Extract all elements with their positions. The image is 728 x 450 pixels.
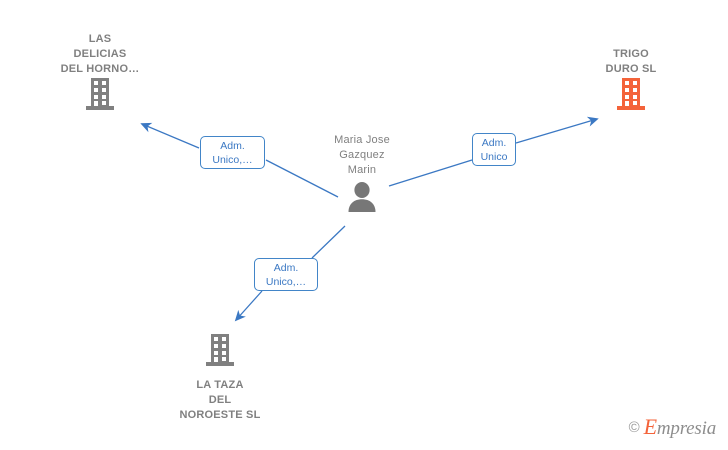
edge-to-la-taza[interactable] [234, 225, 346, 322]
edge-label-to-la-taza[interactable]: Adm. Unico,… [254, 258, 318, 291]
edge-segment-top [311, 225, 346, 259]
brand-initial: E [643, 414, 657, 439]
brand-wordmark: Empresia [643, 414, 717, 440]
edge-segment-right [515, 116, 599, 144]
person-icon [345, 182, 379, 217]
edge-segment-right [265, 159, 339, 198]
building-icon [616, 77, 646, 116]
node-label-las-delicias: LAS DELICIAS DEL HORNO… [60, 33, 140, 75]
node-trigo-duro[interactable]: TRIGO DURO SL [556, 47, 706, 116]
copyright-icon: © [628, 418, 640, 436]
node-label-trigo-duro: TRIGO DURO SL [605, 48, 657, 75]
node-las-delicias[interactable]: LAS DELICIAS DEL HORNO… [25, 32, 175, 116]
edge-label-to-trigo-duro[interactable]: Adm. Unico [472, 133, 516, 166]
edge-label-to-las-delicias[interactable]: Adm. Unico,… [200, 136, 265, 169]
edge-segment-left [140, 122, 200, 149]
empresia-watermark: © Empresia [628, 414, 717, 440]
building-icon [205, 333, 235, 372]
node-la-taza[interactable]: LA TAZA DEL NOROESTE SL [145, 333, 295, 423]
node-maria-jose-gazquez-marin[interactable]: Maria Jose Gazquez Marin [287, 133, 437, 217]
node-label-maria-jose-gazquez-marin: Maria Jose Gazquez Marin [334, 134, 390, 176]
edge-to-trigo-duro[interactable] [388, 116, 599, 187]
edge-segment-left [388, 159, 473, 187]
building-icon [85, 77, 115, 116]
brand-rest: mpresia [656, 418, 716, 439]
node-label-la-taza: LA TAZA DEL NOROESTE SL [179, 379, 261, 421]
edge-to-las-delicias[interactable] [140, 122, 339, 198]
edge-segment-bottom [234, 290, 263, 322]
